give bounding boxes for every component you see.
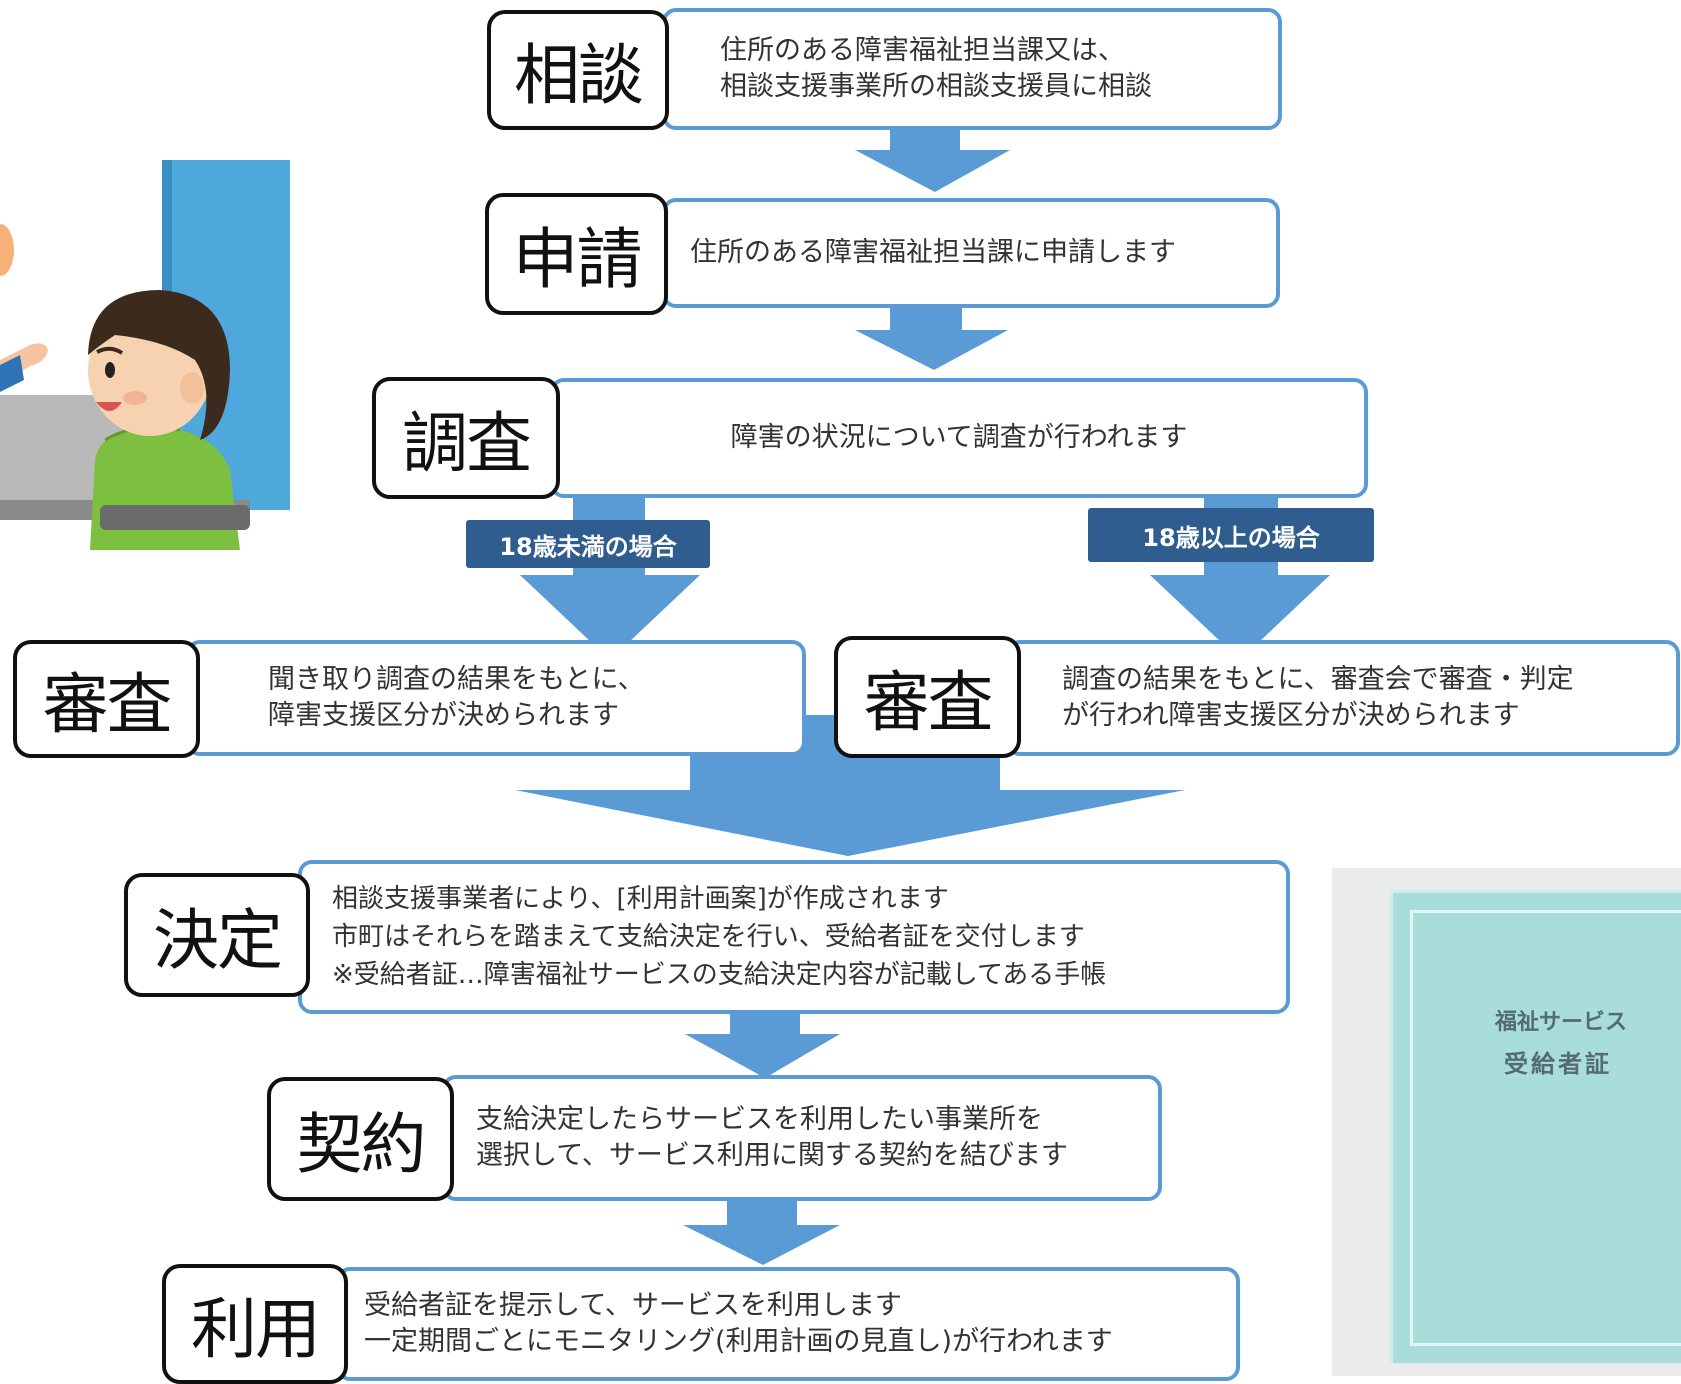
soudan-text-1: 住所のある障害福祉担当課又は、 — [720, 35, 1125, 66]
chousa-box: 障害の状況について調査が行われます — [550, 378, 1368, 498]
shinsa-left-text-2: 障害支援区分が決められます — [268, 700, 619, 731]
booklet-subtitle: 受給者証 — [1504, 1050, 1612, 1078]
chousa-label: 調査 — [372, 377, 560, 499]
shinsa-right-text-1: 調査の結果をもとに、審査会で審査・判定 — [1062, 664, 1574, 695]
arrow-keiyaku-to-riyou — [683, 1195, 840, 1265]
arrow-soudan-to-shinsei — [855, 118, 1010, 192]
riyou-label: 利用 — [162, 1264, 348, 1384]
shinsa-left-label: 審査 — [13, 640, 200, 758]
shinsei-text-1: 住所のある障害福祉担当課に申請します — [690, 237, 1176, 268]
chousa-text-1: 障害の状況について調査が行われます — [730, 422, 1188, 453]
shinsa-right-text-2: が行われ障害支援区分が決められます — [1062, 700, 1520, 731]
arrow-chousa-to-shinsa-right — [1150, 485, 1330, 660]
riyou-box: 受給者証を提示して、サービスを利用します 一定期間ごとにモニタリング(利用計画の… — [336, 1267, 1240, 1381]
keiyaku-text-1: 支給決定したらサービスを利用したい事業所を — [476, 1104, 1043, 1135]
keiyaku-label: 契約 — [267, 1077, 454, 1201]
shinsei-label: 申請 — [485, 193, 668, 315]
kettei-box: 相談支援事業者により、[利用計画案]が作成されます 市町はそれらを踏まえて支給決… — [298, 860, 1290, 1014]
kettei-text-2: 市町はそれらを踏まえて支給決定を行い、受給者証を交付します — [332, 922, 1085, 952]
arrow-shinsei-to-chousa — [855, 292, 1008, 370]
arrow-chousa-to-shinsa-left — [520, 488, 700, 660]
kettei-text-3: ※受給者証…障害福祉サービスの支給決定内容が記載してある手帳 — [332, 960, 1107, 990]
shinsa-right-label: 審査 — [834, 636, 1021, 758]
riyou-text-2: 一定期間ごとにモニタリング(利用計画の見直し)が行われます — [364, 1326, 1113, 1357]
shinsa-left-box: 聞き取り調査の結果をもとに、 障害支援区分が決められます — [186, 640, 806, 756]
soudan-box: 住所のある障害福祉担当課又は、 相談支援事業所の相談支援員に相談 — [662, 8, 1282, 130]
counseling-illustration — [0, 140, 300, 550]
keiyaku-text-2: 選択して、サービス利用に関する契約を結びます — [476, 1140, 1068, 1171]
arrow-kettei-to-keiyaku — [685, 1010, 840, 1078]
booklet-cover — [1390, 890, 1681, 1363]
shinsei-box: 住所のある障害福祉担当課に申請します — [662, 198, 1280, 308]
keiyaku-box: 支給決定したらサービスを利用したい事業所を 選択して、サービス利用に関する契約を… — [442, 1075, 1162, 1201]
soudan-label: 相談 — [487, 10, 669, 130]
kettei-text-1: 相談支援事業者により、[利用計画案]が作成されます — [332, 884, 949, 914]
booklet-title: 福祉サービス — [1495, 1010, 1628, 1035]
riyou-text-1: 受給者証を提示して、サービスを利用します — [364, 1290, 902, 1321]
shinsa-right-box: 調査の結果をもとに、審査会で審査・判定 が行われ障害支援区分が決められます — [1006, 640, 1680, 756]
soudan-text-2: 相談支援事業所の相談支援員に相談 — [720, 71, 1152, 102]
kettei-label: 決定 — [124, 873, 310, 997]
jukyushasho-photo: 福祉サービス 受給者証 — [1332, 868, 1681, 1376]
branch-tag-under18: 18歳未満の場合 — [466, 520, 710, 568]
arrow-shinsa-to-kettei — [515, 715, 1185, 856]
branch-tag-over18: 18歳以上の場合 — [1088, 508, 1374, 562]
booklet-inner-border — [1410, 910, 1681, 1346]
shinsa-left-text-1: 聞き取り調査の結果をもとに、 — [268, 664, 645, 695]
